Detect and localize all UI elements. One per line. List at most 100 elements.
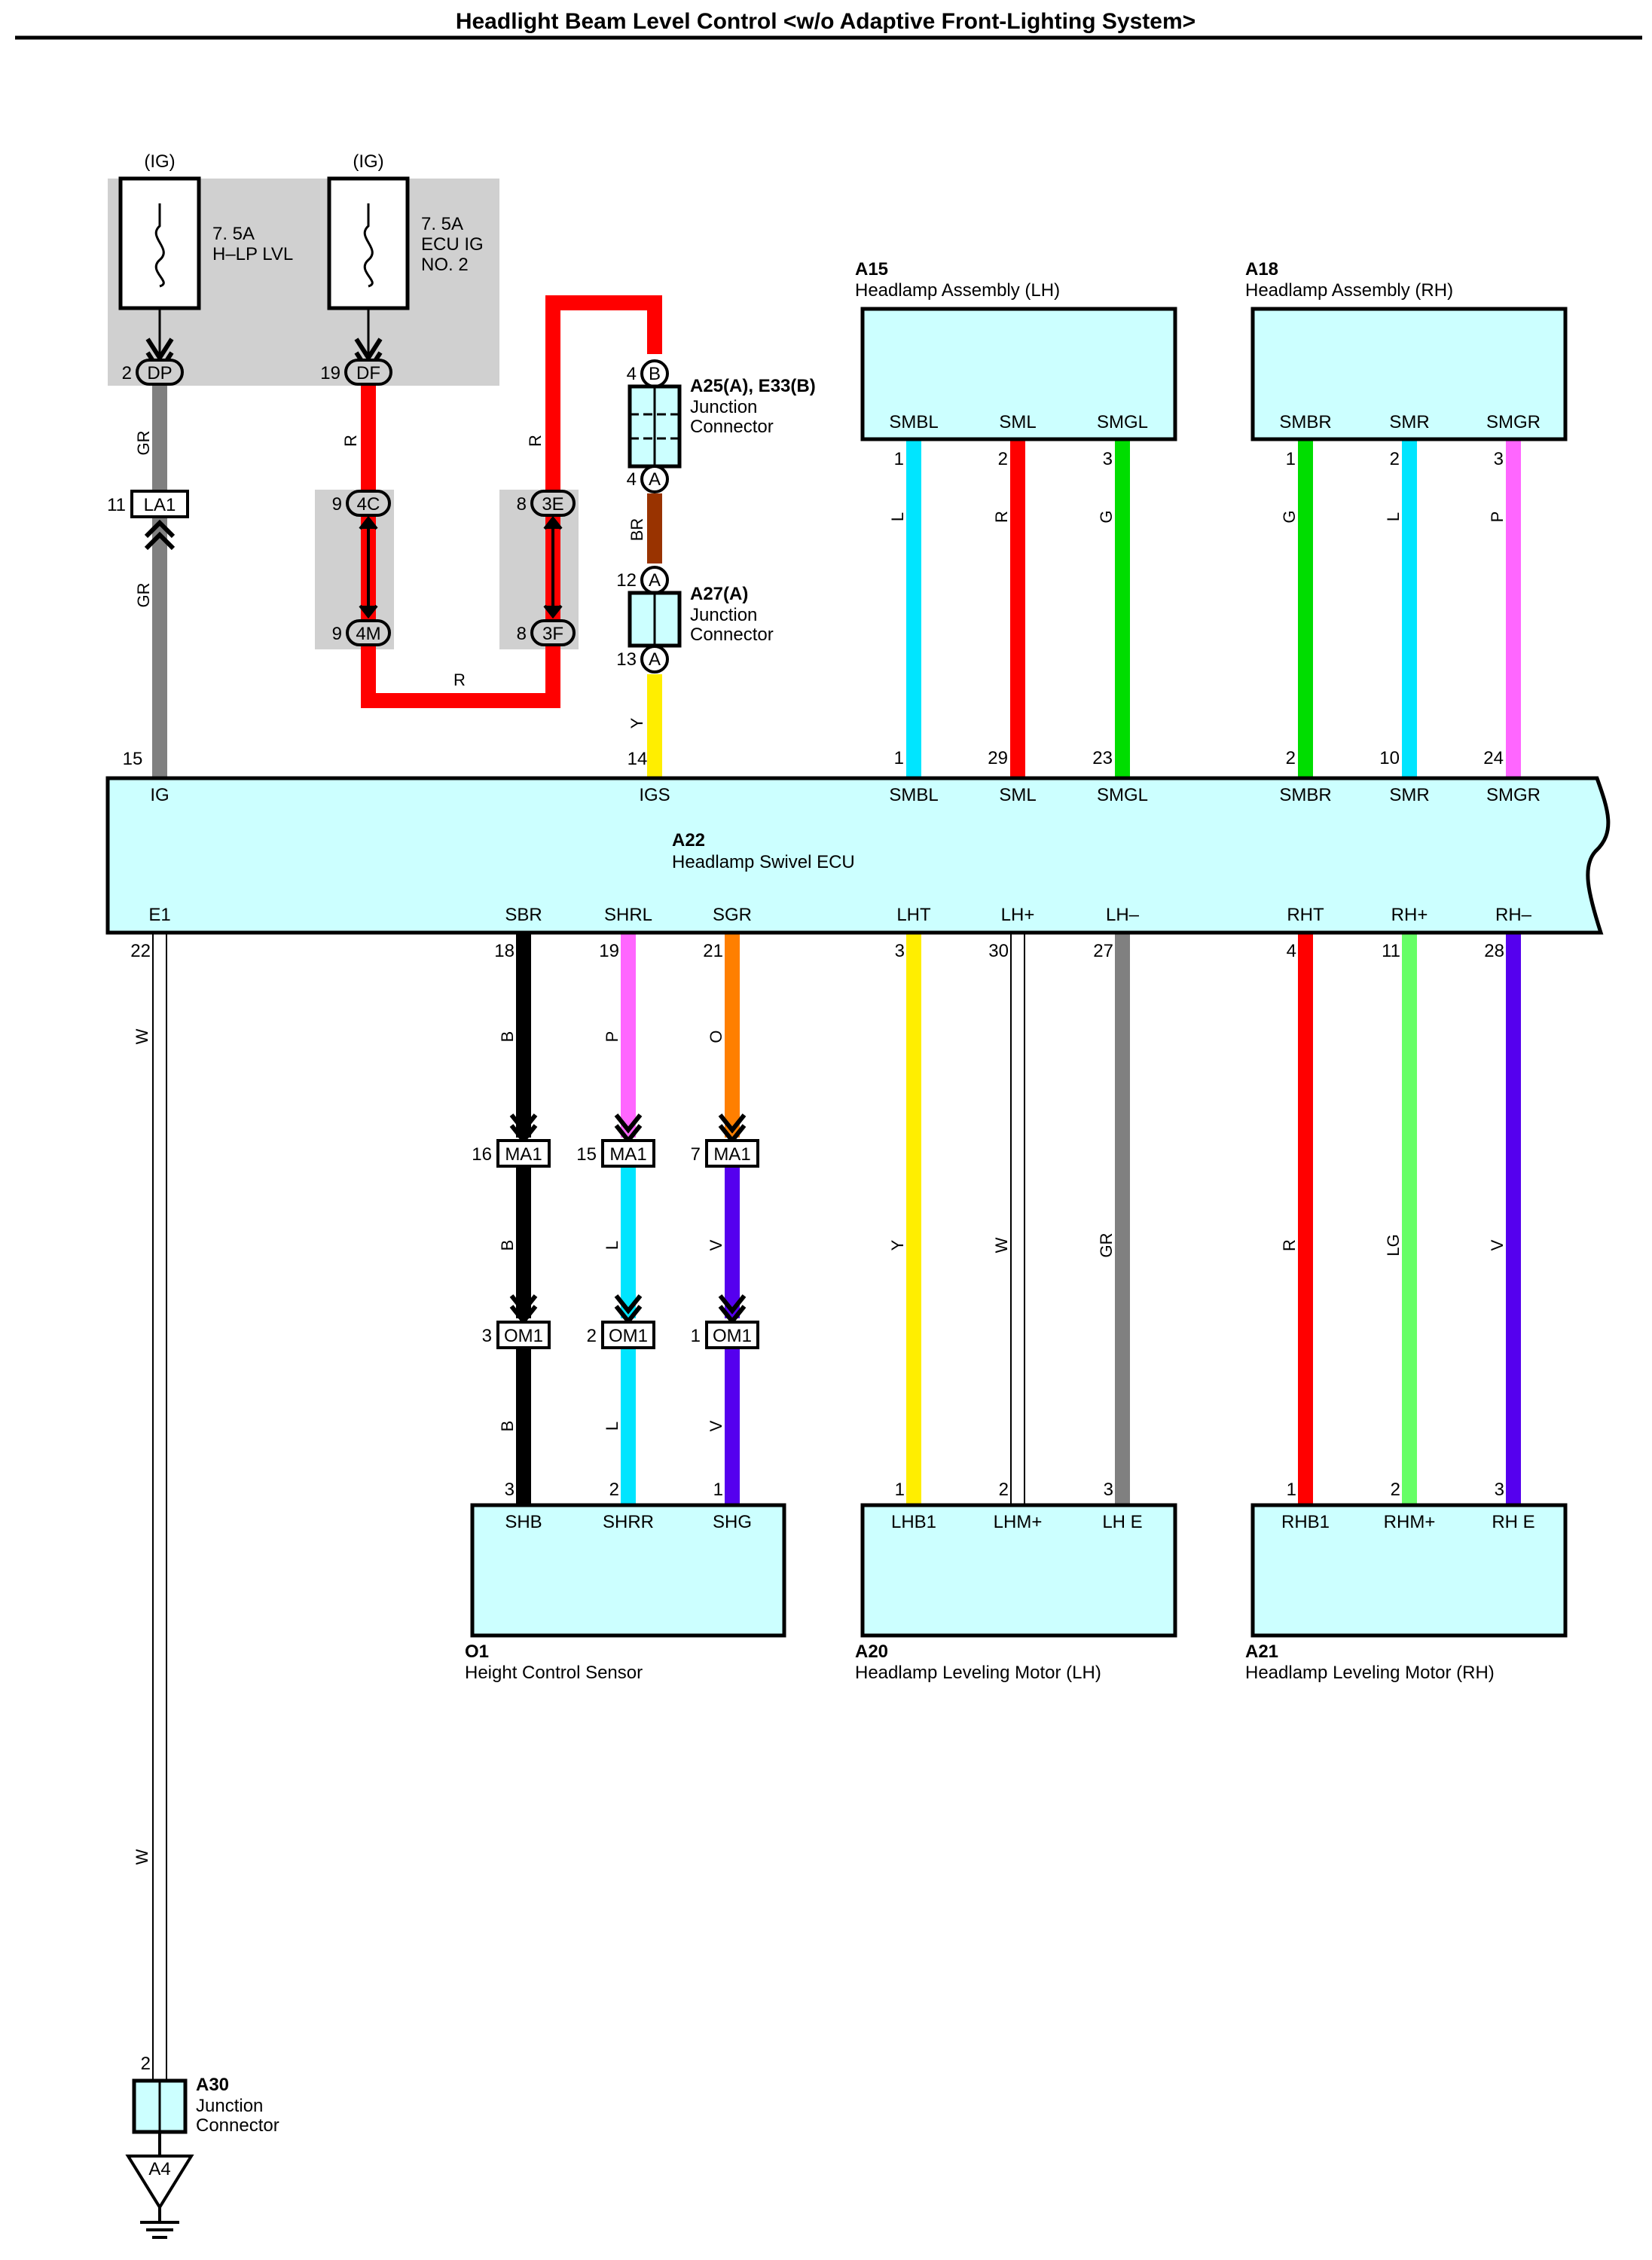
svg-text:2: 2: [1390, 449, 1400, 469]
svg-text:RHT: RHT: [1287, 905, 1324, 925]
svg-text:21: 21: [703, 941, 723, 961]
connector-df: DF 19: [320, 337, 392, 386]
fuse-ecu-ig-no2: (IG) 7. 5A ECU IG NO. 2: [327, 151, 484, 362]
svg-text:A: A: [649, 570, 661, 591]
svg-text:MA1: MA1: [505, 1144, 542, 1165]
svg-text:L: L: [1384, 512, 1403, 521]
svg-text:GR: GR: [1097, 1233, 1116, 1258]
svg-text:SMGL: SMGL: [1097, 785, 1148, 805]
svg-text:4C: 4C: [357, 494, 380, 515]
chevron-up-icon: [144, 519, 176, 551]
svg-text:4: 4: [627, 364, 637, 384]
svg-text:G: G: [1280, 510, 1299, 523]
svg-text:Headlamp Swivel ECU: Headlamp Swivel ECU: [672, 852, 855, 872]
wire-label: GR: [134, 583, 153, 608]
connector-dp: DP 2: [122, 337, 184, 386]
wire-label: W: [133, 1849, 151, 1864]
svg-text:2: 2: [999, 1480, 1009, 1500]
svg-text:V: V: [707, 1420, 725, 1431]
svg-text:A21: A21: [1245, 1642, 1278, 1662]
svg-text:ECU IG: ECU IG: [421, 234, 484, 255]
svg-text:19: 19: [320, 363, 340, 383]
svg-text:2: 2: [122, 363, 132, 383]
wire-label: R: [526, 435, 545, 447]
svg-text:Height Control Sensor: Height Control Sensor: [465, 1663, 643, 1683]
svg-text:2: 2: [587, 1326, 597, 1346]
svg-text:12: 12: [616, 570, 637, 591]
svg-text:4M: 4M: [356, 624, 380, 644]
connector-3e-3f: 3E 8 3F 8: [517, 490, 576, 646]
svg-text:1: 1: [894, 748, 904, 768]
svg-text:3: 3: [1104, 1480, 1113, 1500]
svg-text:RH–: RH–: [1495, 905, 1532, 925]
svg-text:1: 1: [1287, 1480, 1296, 1500]
connector-la1: LA1 11: [107, 490, 189, 551]
svg-text:SHB: SHB: [505, 1512, 542, 1532]
svg-text:(IG): (IG): [144, 151, 175, 172]
svg-text:3: 3: [505, 1480, 515, 1500]
component-a18: A18 Headlamp Assembly (RH) SMBR SMR SMGR…: [1245, 259, 1568, 768]
svg-text:Connector: Connector: [196, 2115, 279, 2136]
svg-text:1: 1: [713, 1480, 723, 1500]
svg-text:2: 2: [998, 449, 1008, 469]
svg-text:3: 3: [1103, 449, 1113, 469]
junction-connector-a30: 2 A30 Junction Connector: [132, 2054, 279, 2136]
svg-text:LH–: LH–: [1106, 905, 1140, 925]
svg-text:MA1: MA1: [609, 1144, 646, 1165]
svg-text:B: B: [649, 364, 661, 384]
svg-text:LH+: LH+: [1001, 905, 1035, 925]
svg-text:Headlamp Assembly (RH): Headlamp Assembly (RH): [1245, 280, 1453, 301]
fuse-icon: [154, 203, 165, 288]
svg-text:L: L: [603, 1241, 621, 1250]
svg-text:A: A: [649, 469, 661, 490]
svg-text:7. 5A: 7. 5A: [421, 214, 463, 234]
svg-text:DF: DF: [356, 363, 380, 383]
svg-text:Headlamp Leveling Motor (RH): Headlamp Leveling Motor (RH): [1245, 1663, 1495, 1683]
diagram-title: Headlight Beam Level Control <w/o Adapti…: [456, 9, 1195, 34]
svg-text:DP: DP: [147, 363, 172, 383]
svg-text:SHRL: SHRL: [604, 905, 652, 925]
connector-ma1-15: MA1 15: [576, 1113, 655, 1168]
svg-text:RH E: RH E: [1492, 1512, 1534, 1532]
svg-text:4: 4: [1287, 941, 1296, 961]
svg-text:27: 27: [1093, 941, 1113, 961]
svg-text:Junction: Junction: [196, 2096, 263, 2116]
fuse-icon: [363, 203, 374, 288]
svg-text:RHM+: RHM+: [1384, 1512, 1436, 1532]
svg-text:RHB1: RHB1: [1281, 1512, 1330, 1532]
svg-text:SMBR: SMBR: [1279, 785, 1331, 805]
svg-text:9: 9: [332, 624, 342, 644]
svg-text:Headlamp Assembly (LH): Headlamp Assembly (LH): [855, 280, 1060, 301]
connectors-om1: OM1 3 OM1 2 OM1 1: [482, 1294, 759, 1349]
wire-label: R: [341, 435, 360, 447]
svg-text:SMGL: SMGL: [1097, 412, 1148, 432]
o1-wire-labels: B P O B L V B L V: [498, 1030, 725, 1431]
svg-text:1: 1: [1286, 449, 1296, 469]
svg-text:8: 8: [517, 624, 527, 644]
connector-om1-3: OM1 3: [482, 1294, 551, 1349]
svg-text:SML: SML: [999, 412, 1036, 432]
component-a22-ecu: 15 14 IG IGS SMBL SML SMGL SMBR SMR SMGR…: [105, 749, 1611, 961]
svg-text:9: 9: [332, 494, 342, 515]
svg-text:13: 13: [616, 649, 637, 670]
svg-text:W: W: [992, 1237, 1011, 1253]
svg-text:SHRR: SHRR: [603, 1512, 654, 1532]
svg-text:19: 19: [599, 941, 619, 961]
svg-text:11: 11: [1382, 941, 1400, 961]
svg-text:3: 3: [1494, 449, 1504, 469]
ground-a4: A4: [125, 2132, 194, 2239]
wire-label: W: [133, 1028, 151, 1044]
svg-text:LHM+: LHM+: [994, 1512, 1043, 1532]
svg-text:IG: IG: [150, 785, 169, 805]
svg-text:Junction: Junction: [690, 397, 757, 417]
svg-text:IGS: IGS: [639, 785, 670, 805]
svg-text:SBR: SBR: [505, 905, 542, 925]
svg-text:28: 28: [1484, 941, 1504, 961]
svg-text:2: 2: [609, 1480, 619, 1500]
svg-text:G: G: [1097, 510, 1116, 523]
svg-text:(IG): (IG): [353, 151, 383, 172]
svg-text:23: 23: [1092, 748, 1113, 768]
svg-text:14: 14: [628, 749, 648, 769]
svg-text:3: 3: [1495, 1480, 1504, 1500]
